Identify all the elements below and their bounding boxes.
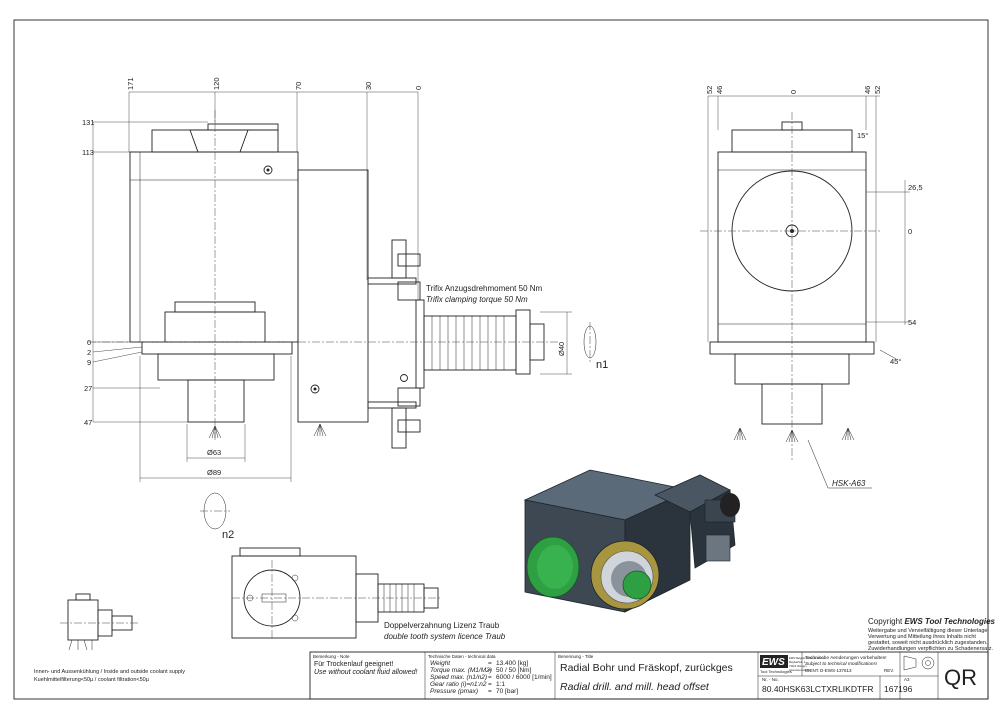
coolant-note-1: Innen- und Aussenkühlung / Inside and ou… [34,669,185,675]
tech-label: Weight [430,660,451,667]
qr-label: QR [944,665,977,690]
side-view: 52 46 0 46 52 26,5 0 54 15° 45° [700,86,923,489]
copyright-brand: EWS Tool Technologies [904,617,995,626]
side-dim-0: 0 [789,90,798,94]
tech-value: 1:1 [496,681,505,688]
logo-text: EWS [762,657,785,668]
copyright-line-3: gestattet, soweit nicht ausdrücklich zug… [868,640,988,646]
name-header: Benennung - Title [558,654,594,659]
angle-15: 15° [857,131,868,140]
thumbnail-view: Innen- und Aussenkühlung / Inside and ou… [34,593,185,683]
tech-op: = [488,674,492,681]
remark-en: Use without coolant fluid allowed! [314,669,418,676]
tech-value: 6000 / 6000 [1/min] [496,674,552,681]
copyright-line-2: Verwertung und Mitteilung ihres Inhalts … [868,634,976,640]
side-dim-46-left: 46 [715,86,724,94]
tech-header: Technische Daten - technical data [428,654,496,659]
format-label: A3 [904,677,910,682]
svg-text:Copyright EWS Tool Technologie: Copyright EWS Tool Technologies [868,617,996,626]
drawing-number: 167196 [884,684,913,694]
ident-value: D-EWS-137613 [820,668,852,673]
dim-113: 113 [82,148,94,157]
copyright-block: Copyright EWS Tool Technologies Weiterga… [868,617,996,652]
tech-label: Pressure (pmax) [430,688,478,695]
side-dim-52-left: 52 [705,86,714,94]
tech-label: Torque max. (M1/M2) [430,667,492,674]
dim-2: 2 [87,348,91,357]
dim-120: 120 [212,77,221,90]
projection-symbol-icon [903,655,935,671]
clamp-torque-en: Trifix clamping torque 50 Nm [426,295,528,304]
remark-de: Für Trockenlauf geeignet! [314,661,393,668]
tech-op: = [488,660,492,667]
isometric-render [523,469,740,613]
tech-value: 70 [bar] [496,688,518,695]
top-view: Doppelverzahnung Lizenz Traub double too… [231,547,506,641]
company-line: Maybachstr. 1 [789,660,806,664]
side-dim-0-right: 0 [908,227,912,236]
tech-op: = [488,667,492,674]
tooth-system-en: double tooth system licence Traub [384,632,506,641]
dim-9: 9 [87,358,91,367]
tooth-system-de: Doppelverzahnung Lizenz Traub [384,621,500,630]
tech-value: 13.400 [kg] [496,660,528,667]
company-line: 73116 Uhingen [789,664,807,668]
copyright-line-1: Weitergabe und Vervielfältigung dieser U… [868,628,989,634]
part-number: 80.40HSK63LCTXRLIKDTFR [762,684,874,694]
label-n2: n2 [222,529,234,541]
label-n1: n1 [596,359,608,371]
tech-data-table: Weight = 13.400 [kg] Torque max. (M1/M2)… [430,660,552,695]
dim-47: 47 [84,418,92,427]
label-hsk: HSK-A63 [832,479,866,488]
dim-27: 27 [84,384,92,393]
dim-dia63: Ø63 [207,448,221,457]
dim-0: 0 [414,86,423,90]
company-line: EWS Weigele GmbH & Co. KG [789,656,825,660]
side-dim-52-right: 52 [873,86,882,94]
title-en: Radial drill. and mill. head offset [560,681,710,693]
tech-label: Gear ratio (i)=n1:n2 [430,681,487,688]
copyright-line-4: Zuwiderhandlungen verpflichten zu Schade… [868,646,994,652]
dim-dia40: Ø40 [557,342,566,356]
tech-value: 50 / 50 [Nm] [496,667,532,674]
front-view: 171 120 70 30 0 131 113 0 2 9 27 47 [82,77,608,541]
tech-op: = [488,688,492,695]
dim-dia89: Ø89 [207,468,221,477]
no-label: Nr. - No. [762,677,779,682]
logo-sub: Tool Technologies [760,669,792,674]
dim-131: 131 [82,118,95,127]
dim-0-left: 0 [87,338,91,347]
tech-label: Speed max. (n1/n2) [430,674,487,681]
tech-op: = [488,681,492,688]
dim-30: 30 [364,82,373,90]
side-dim-26-5: 26,5 [908,183,923,192]
changes-de: Technische Aenderungen vorbehalten! [805,655,887,661]
copyright-prefix: Copyright [868,617,904,626]
rev-label: REV. [884,668,894,673]
title-de: Radial Bohr und Fräskopf, zurückges [560,662,733,674]
ident-label: IDENT. [805,668,819,673]
company-line: www.ews-tools.de [789,668,810,672]
remark-header: Bemerkung - Note [313,654,350,659]
coolant-note-2: Kuehlmittelfilterung<50µ / coolant filtr… [34,677,150,683]
side-dim-46-right: 46 [863,86,872,94]
angle-45: 45° [890,357,901,366]
side-dim-54: 54 [908,318,916,327]
dim-171: 171 [126,77,135,90]
changes-en: Subject to technical modifications! [805,661,878,667]
dim-70: 70 [294,82,303,90]
ews-logo: EWS Tool Technologies EWS Weigele GmbH &… [760,655,825,674]
clamp-torque-de: Trifix Anzugsdrehmoment 50 Nm [426,284,543,293]
title-block: Bemerkung - Note Für Trockenlauf geeigne… [309,651,989,700]
